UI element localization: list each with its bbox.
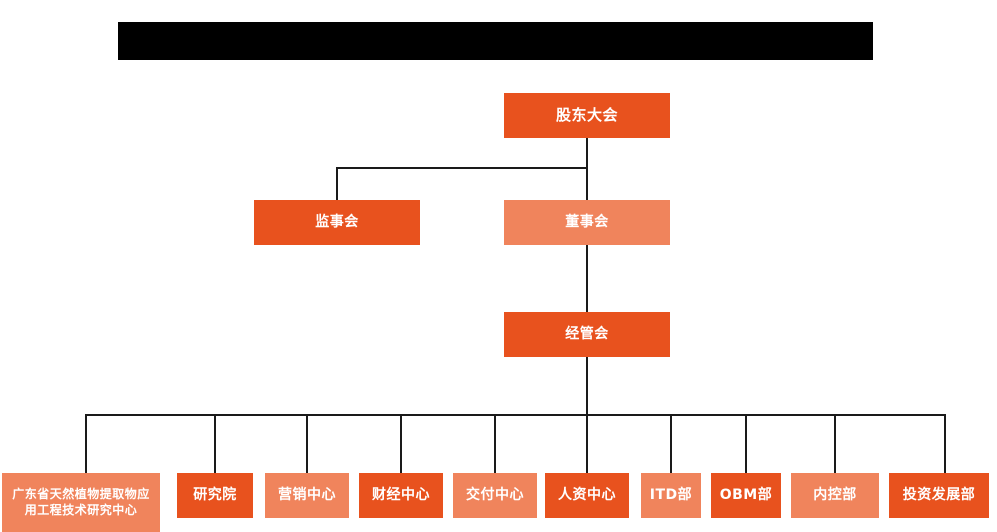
node-obm-department[interactable]: OBM部 xyxy=(711,473,781,518)
node-label: 广东省天然植物提取物应 用工程技术研究中心 xyxy=(12,486,150,517)
connector-drop-internal-control xyxy=(834,414,836,473)
node-shareholders-meeting[interactable]: 股东大会 xyxy=(504,93,670,138)
node-finance-center[interactable]: 财经中心 xyxy=(359,473,443,518)
node-management-committee[interactable]: 经管会 xyxy=(504,312,670,357)
connector-drop-research-center xyxy=(85,414,87,473)
node-label: 董事会 xyxy=(565,214,609,231)
connector-shareholders-stem xyxy=(586,138,588,169)
connector-drop-obm xyxy=(745,414,747,473)
node-delivery-center[interactable]: 交付中心 xyxy=(453,473,537,518)
node-label: 人资中心 xyxy=(558,487,616,504)
node-guangdong-research-center[interactable]: 广东省天然植物提取物应 用工程技术研究中心 xyxy=(2,473,160,532)
node-hr-center[interactable]: 人资中心 xyxy=(545,473,629,518)
node-label: 研究院 xyxy=(193,487,237,504)
node-marketing-center[interactable]: 营销中心 xyxy=(265,473,349,518)
connector-drop-marketing xyxy=(306,414,308,473)
node-label: 交付中心 xyxy=(466,487,524,504)
node-board-of-supervisors[interactable]: 监事会 xyxy=(254,200,420,245)
node-itd-department[interactable]: ITD部 xyxy=(641,473,701,518)
redacted-title-bar xyxy=(118,22,873,60)
connector-tier2-bus xyxy=(336,167,588,169)
node-label: ITD部 xyxy=(649,487,693,504)
node-internal-control-department[interactable]: 内控部 xyxy=(791,473,879,518)
node-label: OBM部 xyxy=(719,487,773,504)
connector-drop-investment xyxy=(944,414,946,473)
node-label: 经管会 xyxy=(565,326,609,343)
connector-drop-hr xyxy=(586,414,588,473)
connector-drop-finance xyxy=(400,414,402,473)
connector-directors-drop xyxy=(586,167,588,201)
connector-management-stem xyxy=(586,357,588,416)
node-label: 监事会 xyxy=(315,214,359,231)
node-board-of-directors[interactable]: 董事会 xyxy=(504,200,670,245)
connector-drop-institute xyxy=(214,414,216,473)
node-label: 内控部 xyxy=(813,487,857,504)
connector-drop-itd xyxy=(670,414,672,473)
node-investment-development-department[interactable]: 投资发展部 xyxy=(889,473,989,518)
node-institute[interactable]: 研究院 xyxy=(177,473,253,518)
connector-drop-delivery xyxy=(494,414,496,473)
connector-departments-bus xyxy=(85,414,945,416)
node-label: 财经中心 xyxy=(372,487,430,504)
node-label: 股东大会 xyxy=(555,105,618,124)
connector-directors-to-management xyxy=(586,245,588,313)
node-label: 投资发展部 xyxy=(902,487,976,504)
connector-supervisors-drop xyxy=(336,167,338,201)
node-label: 营销中心 xyxy=(278,487,336,504)
